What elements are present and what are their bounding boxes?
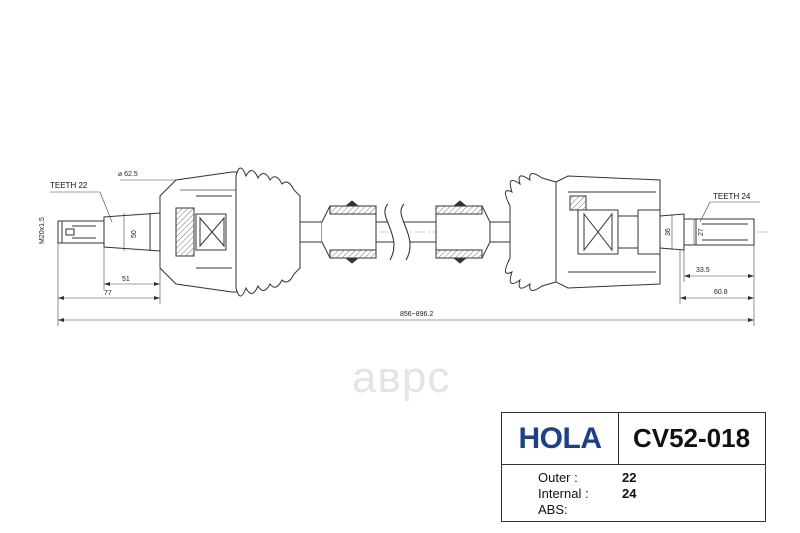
damper-section: [321, 200, 491, 264]
spec-value: 24: [622, 486, 637, 501]
dim-boot-diameter: ⌀ 62.5: [118, 171, 138, 178]
dim-length-51: 51: [122, 276, 130, 283]
part-number: CV52-018: [632, 423, 751, 453]
brand-logo: HOLA: [518, 421, 603, 455]
dim-inner-27: 27: [698, 228, 705, 236]
dim-length-60-8: 60.8: [714, 289, 728, 296]
thread-label: M20x1.5: [39, 217, 46, 244]
shaft-right: [489, 221, 511, 243]
dim-length-33-5: 33.5: [696, 267, 710, 274]
teeth-inner-label: TEETH 24: [713, 192, 751, 201]
outer-boot: [235, 167, 301, 297]
inner-boot: [505, 173, 557, 291]
outer-cv-joint: [57, 171, 241, 293]
spec-row-abs: ABS:: [538, 502, 622, 517]
arrowheads: [58, 274, 754, 322]
dim-length-77: 77: [104, 290, 112, 297]
dim-inner-36: 36: [665, 228, 672, 236]
spec-label: ABS:: [538, 502, 568, 517]
spec-value: 22: [622, 470, 637, 485]
dim-outer-joint-diameter: 50: [131, 230, 138, 238]
spec-row-internal: Internal : 24: [538, 486, 636, 501]
part-info-box: HOLA CV52-018 Outer : 22 Internal : 24 ABS…: [501, 412, 766, 522]
part-number-cell: CV52-018: [618, 413, 765, 465]
dim-total-length: 856~896.2: [400, 311, 433, 318]
watermark: аврс: [352, 353, 450, 402]
shaft-left: [299, 221, 323, 243]
dimension-lines: [50, 179, 760, 326]
teeth-outer-label: TEETH 22: [50, 181, 88, 190]
brand-cell: HOLA: [502, 413, 619, 465]
spec-row-outer: Outer : 22: [538, 470, 636, 485]
spec-label: Internal :: [538, 486, 589, 501]
inner-cv-joint: [555, 175, 755, 289]
spec-label: Outer :: [538, 470, 578, 485]
